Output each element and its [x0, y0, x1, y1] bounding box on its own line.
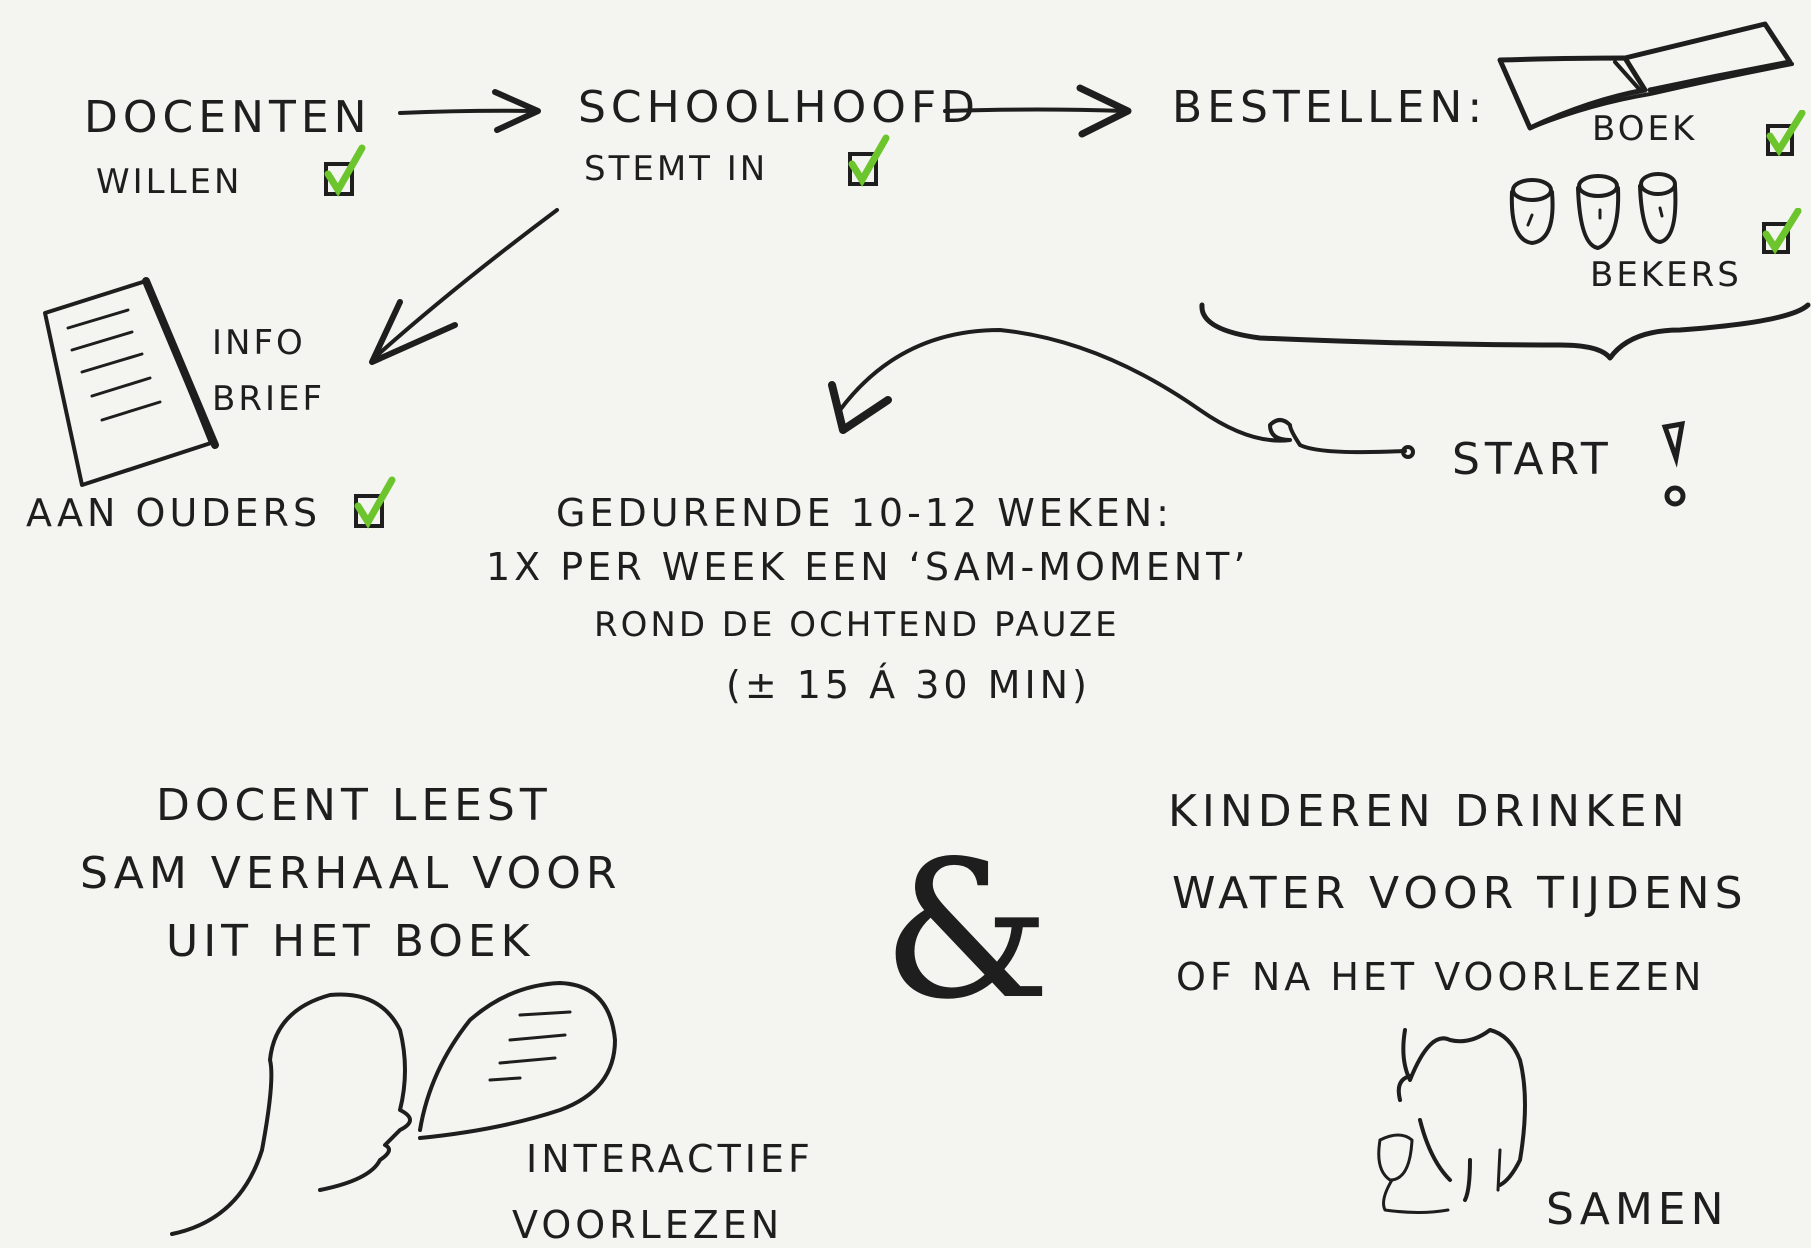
info-line2: Brief — [212, 379, 326, 419]
left-line1: Docent leest — [156, 780, 552, 831]
right-caption: samen — [1546, 1184, 1729, 1235]
exclamation-icon — [1661, 420, 1686, 507]
checkbox-checked-icon — [848, 134, 890, 187]
letter-icon — [43, 277, 219, 487]
right-line2: water voor tijdens — [1172, 868, 1748, 919]
arrow-start-curve — [828, 328, 1415, 459]
left-caption2: voorlezen — [512, 1203, 784, 1247]
checkbox-checked-icon — [324, 144, 366, 197]
step1-line2: willen — [96, 162, 243, 202]
info-line1: Info — [212, 323, 306, 363]
checkbox-checked-icon — [354, 476, 396, 529]
right-line1: Kinderen drinken — [1168, 786, 1690, 837]
left-line3: uit het boek — [166, 916, 535, 967]
step3-label: Bestellen: — [1172, 82, 1488, 133]
ampersand: & — [882, 820, 1052, 1041]
teacher-reading-icon — [170, 981, 617, 1236]
left-line2: SAM verhaal voor — [80, 848, 622, 899]
arrow-down-left — [369, 208, 559, 365]
info-line3: aan ouders — [26, 491, 322, 535]
order-item-book: Boek — [1592, 109, 1698, 149]
middle-line2: 1x per week een ‘SAM-moment’ — [486, 545, 1250, 589]
step1-line1: Docenten — [84, 92, 372, 143]
arrow-right-1 — [398, 89, 541, 133]
step2-line2: stemt in — [584, 149, 769, 189]
middle-line4: (± 15 á 30 min) — [726, 663, 1091, 707]
start-label: Start — [1452, 434, 1613, 485]
child-drinking-icon — [1377, 1028, 1527, 1214]
middle-line3: rond de ochtend pauze — [594, 605, 1120, 645]
middle-line1: Gedurende 10-12 weken: — [556, 491, 1173, 535]
checkbox-checked-icon — [1766, 110, 1806, 157]
arrow-right-2 — [943, 84, 1132, 138]
curly-brace — [1199, 302, 1811, 361]
step2-line1: Schoolhoofd — [578, 82, 981, 133]
book-icon — [1497, 21, 1794, 131]
right-line3: of na het voorlezen — [1176, 955, 1706, 999]
left-caption1: interactief — [526, 1137, 814, 1181]
cups-icon — [1509, 172, 1678, 250]
order-item-cups: Bekers — [1590, 255, 1742, 295]
checkbox-checked-icon — [1762, 208, 1802, 255]
